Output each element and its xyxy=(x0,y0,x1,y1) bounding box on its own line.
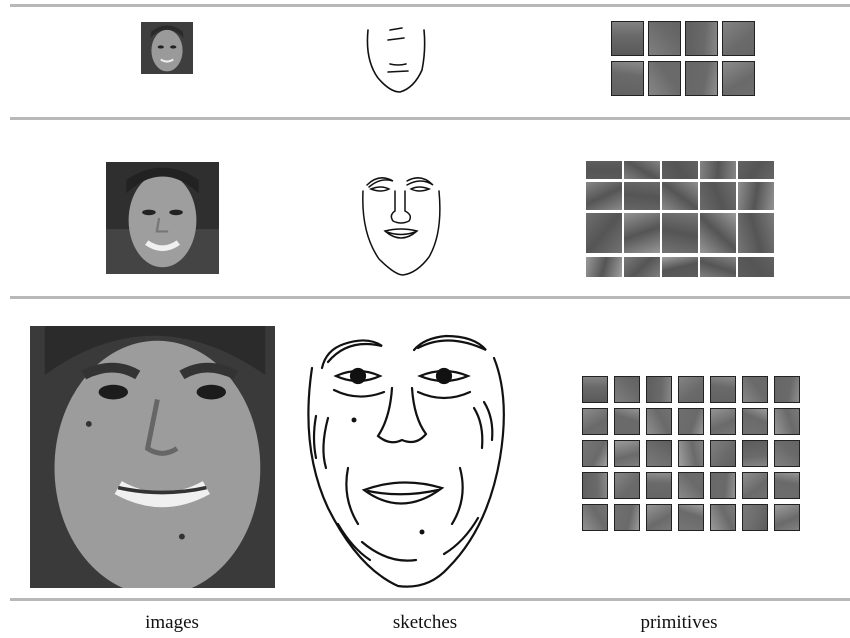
texture-patch-tile xyxy=(678,504,704,531)
texture-patch-tile xyxy=(646,504,672,531)
texture-patch-tile xyxy=(678,376,704,403)
texture-patch-tile xyxy=(582,376,608,403)
texture-patch-tile xyxy=(582,472,608,499)
facial-part-tile xyxy=(586,257,622,277)
facial-part-tile xyxy=(662,257,698,277)
facial-part-tile xyxy=(624,213,660,253)
texture-patch-tile xyxy=(774,408,800,435)
texture-patch-tile xyxy=(678,472,704,499)
face-patch-tile xyxy=(648,61,681,96)
facial-part-tile xyxy=(738,182,774,210)
texture-patch-tile xyxy=(646,408,672,435)
texture-patch-tile xyxy=(646,440,672,467)
facial-part-tile xyxy=(624,257,660,277)
facial-part-tile xyxy=(586,213,622,253)
face-image-medium xyxy=(106,162,219,274)
facial-part-patches xyxy=(582,161,776,277)
facial-part-tile xyxy=(624,161,660,179)
facial-part-tile xyxy=(662,213,698,253)
texture-patch-tile xyxy=(614,472,640,499)
facial-part-tile xyxy=(586,182,622,210)
facial-part-tile xyxy=(700,213,736,253)
texture-patch-tile xyxy=(582,408,608,435)
caption-sketches: sketches xyxy=(392,612,458,633)
texture-patch-tile xyxy=(710,376,736,403)
texture-patch-tile xyxy=(710,440,736,467)
texture-patch-tile xyxy=(582,440,608,467)
texture-patch-tile xyxy=(774,472,800,499)
row-divider-top xyxy=(10,4,850,7)
texture-patch-tile xyxy=(614,504,640,531)
face-patch-tile xyxy=(685,61,718,96)
facial-part-tile xyxy=(624,182,660,210)
facial-part-tile xyxy=(586,161,622,179)
facial-part-tile xyxy=(662,161,698,179)
texture-patch-tile xyxy=(614,376,640,403)
texture-patch-tile xyxy=(678,408,704,435)
face-patch-tile xyxy=(611,21,644,56)
row-divider-bottom xyxy=(10,598,850,601)
whole-face-patches xyxy=(611,21,756,97)
texture-patch-tile xyxy=(742,504,768,531)
face-patch-tile xyxy=(648,21,681,56)
texture-patch-tile xyxy=(742,472,768,499)
row-divider-1 xyxy=(10,117,850,120)
row-divider-2 xyxy=(10,296,850,299)
face-patch-tile xyxy=(722,61,755,96)
texture-patch-tile xyxy=(678,440,704,467)
face-patch-tile xyxy=(685,21,718,56)
facial-part-tile xyxy=(738,161,774,179)
face-sketch-detailed xyxy=(307,334,505,588)
texture-patch-tile xyxy=(646,472,672,499)
texture-patch-tile xyxy=(774,440,800,467)
texture-patch-tile xyxy=(582,504,608,531)
face-image-large xyxy=(30,326,275,588)
face-patch-tile xyxy=(611,61,644,96)
texture-patch-tile xyxy=(710,504,736,531)
texture-patch-tile xyxy=(742,440,768,467)
texture-patch-tile xyxy=(710,472,736,499)
face-sketch-simple xyxy=(366,27,426,93)
texture-patch-tile xyxy=(742,376,768,403)
texture-patch-tile xyxy=(774,504,800,531)
texture-patch-tile xyxy=(614,440,640,467)
small-texture-patches xyxy=(582,376,800,532)
texture-patch-tile xyxy=(742,408,768,435)
facial-part-tile xyxy=(738,257,774,277)
face-image-small xyxy=(141,22,193,74)
face-sketch-parts xyxy=(362,177,441,276)
facial-part-tile xyxy=(700,182,736,210)
facial-part-tile xyxy=(700,257,736,277)
texture-patch-tile xyxy=(646,376,672,403)
texture-patch-tile xyxy=(774,376,800,403)
face-patch-tile xyxy=(722,21,755,56)
texture-patch-tile xyxy=(614,408,640,435)
caption-images: images xyxy=(145,612,199,633)
facial-part-tile xyxy=(738,213,774,253)
facial-part-tile xyxy=(662,182,698,210)
texture-patch-tile xyxy=(710,408,736,435)
caption-primitives: primitives xyxy=(640,612,718,633)
facial-part-tile xyxy=(700,161,736,179)
